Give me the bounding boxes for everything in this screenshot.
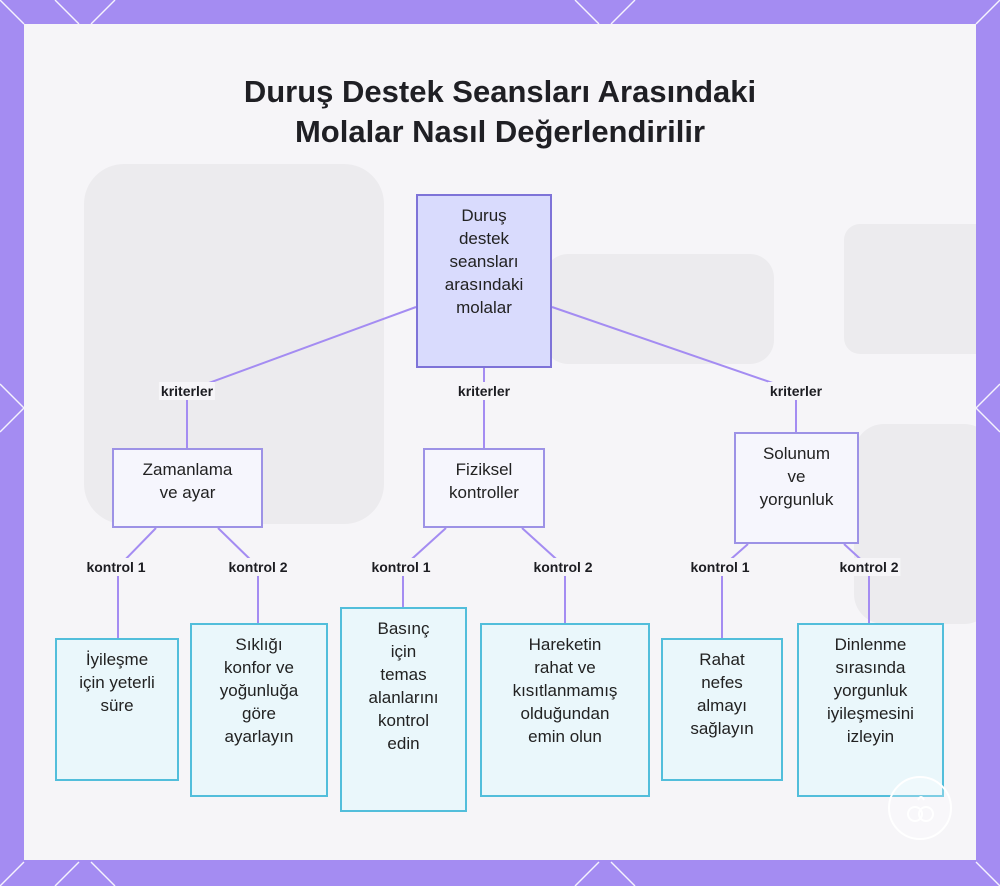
edge-label-breathing-check-2: kontrol 2 [837,558,900,576]
connector-timing-c1 [118,528,156,638]
connector-breathing-c2 [844,544,869,623]
leaf-timing-check-1: İyileşme için yeterli süre [55,638,179,781]
edge-label-criteria-2: kriterler [456,382,512,400]
node-breathing: Solunum ve yorgunluk [734,432,859,544]
bird-icon [890,778,950,838]
root-node: Duruş destek seansları arasındaki molala… [416,194,552,368]
connector-root-breathing [552,307,796,432]
edge-label-breathing-check-1: kontrol 1 [688,558,751,576]
node-physical: Fiziksel kontroller [423,448,545,528]
edge-label-physical-check-2: kontrol 2 [531,558,594,576]
edge-label-timing-check-1: kontrol 1 [84,558,147,576]
leaf-breathing-check-1: Rahat nefes almayı sağlayın [661,638,783,781]
edge-label-timing-check-2: kontrol 2 [226,558,289,576]
leaf-physical-check-2: Hareketin rahat ve kısıtlanmamış olduğun… [480,623,650,797]
watermark-badge [888,776,952,840]
connector-root-timing [187,307,416,448]
edge-label-physical-check-1: kontrol 1 [369,558,432,576]
leaf-breathing-check-2: Dinlenme sırasında yorgunluk iyileşmesin… [797,623,944,797]
leaf-timing-check-2: Sıklığı konfor ve yoğunluğa göre ayarlay… [190,623,328,797]
edge-label-criteria-3: kriterler [768,382,824,400]
leaf-physical-check-1: Basınç için temas alanlarını kontrol edi… [340,607,467,812]
edge-label-criteria-1: kriterler [159,382,215,400]
node-timing: Zamanlama ve ayar [112,448,263,528]
